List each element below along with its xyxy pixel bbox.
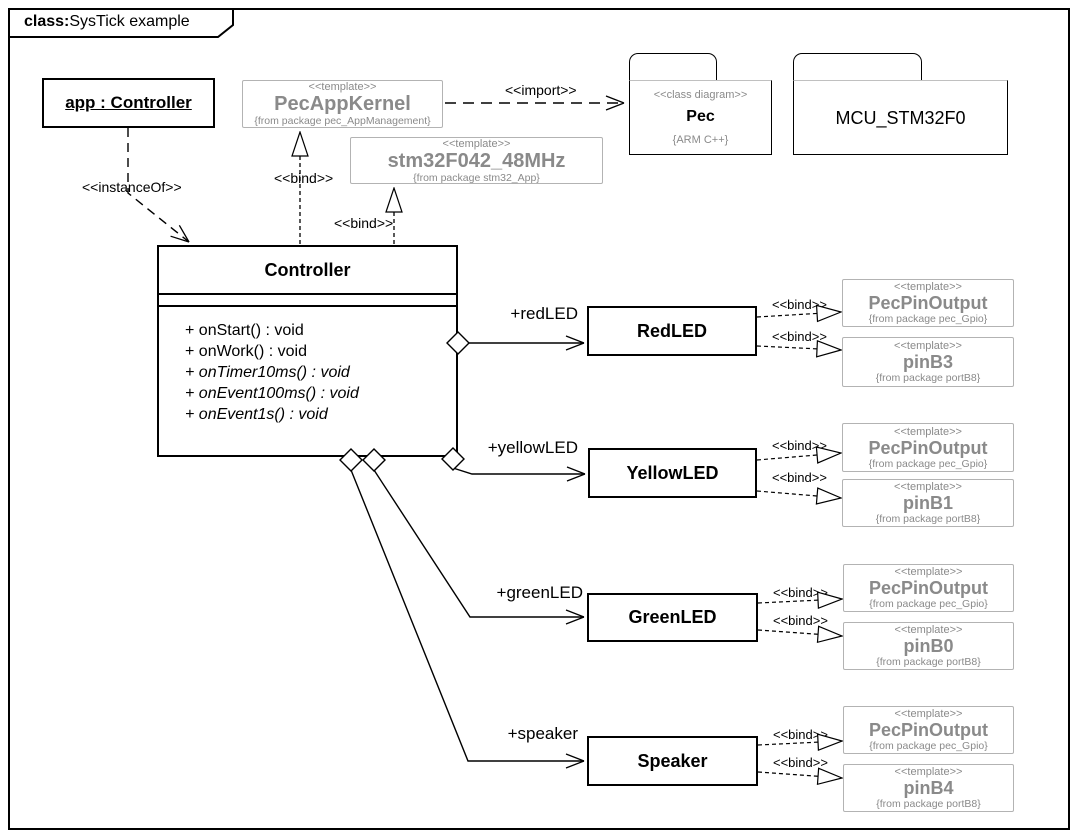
pec-package-tag: {ARM C++} [672,133,729,146]
operation-onwork: + onWork() : void [185,343,307,360]
bind-label-redled-pin: <<bind>> [772,329,827,344]
redled-class-node: RedLED [587,306,757,356]
pinb3-template-node: <<template>> pinB3 {from package portB8} [842,337,1014,387]
pec-package-node: <<class diagram>> Pec {ARM C++} [629,80,772,155]
diagram-title-name: SysTick example [69,13,190,30]
operation-onevent1s: + onEvent1s() : void [185,406,328,423]
pecappkernel-from-package: {from package pec_AppManagement} [254,115,431,127]
diagram-title: class:SysTick example [24,13,190,31]
pecpinoutput-stereotype: <<template>> [894,566,963,578]
bind-label-speaker-pin: <<bind>> [773,755,828,770]
speaker-class-node: Speaker [587,736,758,786]
pecpinoutput-template-node-red: <<template>> PecPinOutput {from package … [842,279,1014,327]
bind-label-stm32: <<bind>> [332,215,396,231]
pecpinoutput-stereotype: <<template>> [894,425,962,438]
pecpinoutput-name: PecPinOutput [868,437,988,458]
pinb3-from-package: {from package portB8} [875,372,981,384]
pecpinoutput-from-package: {from package pec_Gpio} [869,740,988,752]
pec-package-name: Pec [686,107,715,125]
role-label-redled: +redLED [510,304,578,323]
pecpinoutput-from-package: {from package pec_Gpio} [869,598,988,610]
diagram-title-keyword: class: [24,13,70,30]
pinb4-stereotype: <<template>> [894,766,963,778]
pinb3-stereotype: <<template>> [894,340,962,352]
stm32-stereotype: <<template>> [442,137,511,150]
stm32-name: stm32F042_48MHz [387,149,566,172]
operation-onstart: + onStart() : void [185,322,304,339]
operation-ontimer10ms: + onTimer10ms() : void [185,364,350,381]
pecpinoutput-stereotype: <<template>> [894,281,962,293]
bind-label-redled-pecpin: <<bind>> [772,297,827,312]
pecpinoutput-template-node-yellow: <<template>> PecPinOutput {from package … [842,423,1014,472]
pecpinoutput-name: PecPinOutput [868,578,988,598]
pecpinoutput-name: PecPinOutput [868,720,988,740]
instanceof-label: <<instanceOf>> [80,179,184,195]
bind-label-pecappkernel: <<bind>> [272,170,336,186]
yellowled-class-node: YellowLED [588,448,757,498]
pinb1-stereotype: <<template>> [894,481,962,493]
bind-label-speaker-pecpin: <<bind>> [773,727,828,742]
mcu-package-tab [793,53,922,81]
mcu-package-name: MCU_STM32F0 [835,107,966,128]
pec-package-stereotype: <<class diagram>> [653,88,748,101]
import-label: <<import>> [503,82,579,98]
controller-class-node: Controller + onStart() : void + onWork()… [157,245,458,457]
bind-label-yellowled-pin: <<bind>> [772,470,827,485]
pecpinoutput-from-package: {from package pec_Gpio} [868,457,988,470]
pecpinoutput-stereotype: <<template>> [894,708,963,720]
pecappkernel-name: PecAppKernel [274,93,411,115]
pecpinoutput-name: PecPinOutput [868,293,988,313]
pinb3-name: pinB3 [902,352,953,372]
pecpinoutput-from-package: {from package pec_Gpio} [868,313,988,325]
role-label-greenled: +greenLED [496,583,583,602]
bind-label-greenled-pecpin: <<bind>> [773,585,828,600]
stm32-from-package: {from package stm32_App} [413,171,540,184]
bind-label-greenled-pin: <<bind>> [773,613,828,628]
stm32-template-node: <<template>> stm32F042_48MHz {from packa… [350,137,603,184]
pinb4-from-package: {from package portB8} [876,798,981,810]
pecappkernel-stereotype: <<template>> [308,81,377,93]
bind-label-yellowled-pecpin: <<bind>> [772,438,827,453]
controller-operations-compartment: + onStart() : void + onWork() : void + o… [159,305,456,425]
pinb1-template-node: <<template>> pinB1 {from package portB8} [842,479,1014,527]
pecpinoutput-template-node-green: <<template>> PecPinOutput {from package … [843,564,1014,612]
pinb0-template-node: <<template>> pinB0 {from package portB8} [843,622,1014,670]
controller-attributes-compartment [159,293,456,305]
pinb4-name: pinB4 [903,778,954,798]
pinb1-from-package: {from package portB8} [875,513,981,525]
pec-package-tab [629,53,717,81]
role-label-speaker: +speaker [507,724,578,743]
operation-onevent100ms: + onEvent100ms() : void [185,385,359,402]
pinb0-name: pinB0 [903,636,954,656]
pinb0-stereotype: <<template>> [894,624,963,636]
app-object-node: app : Controller [42,78,215,128]
pecpinoutput-template-node-speaker: <<template>> PecPinOutput {from package … [843,706,1014,754]
mcu-package-node: MCU_STM32F0 [793,80,1008,155]
pinb0-from-package: {from package portB8} [876,656,981,668]
greenled-class-node: GreenLED [587,593,758,642]
pecappkernel-template-node: <<template>> PecAppKernel {from package … [242,80,443,128]
app-object-label: app : Controller [65,93,192,112]
pinb4-template-node: <<template>> pinB4 {from package portB8} [843,764,1014,812]
controller-class-title: Controller [264,259,351,280]
pinb1-name: pinB1 [902,493,953,513]
role-label-yellowled: +yellowLED [487,438,578,457]
